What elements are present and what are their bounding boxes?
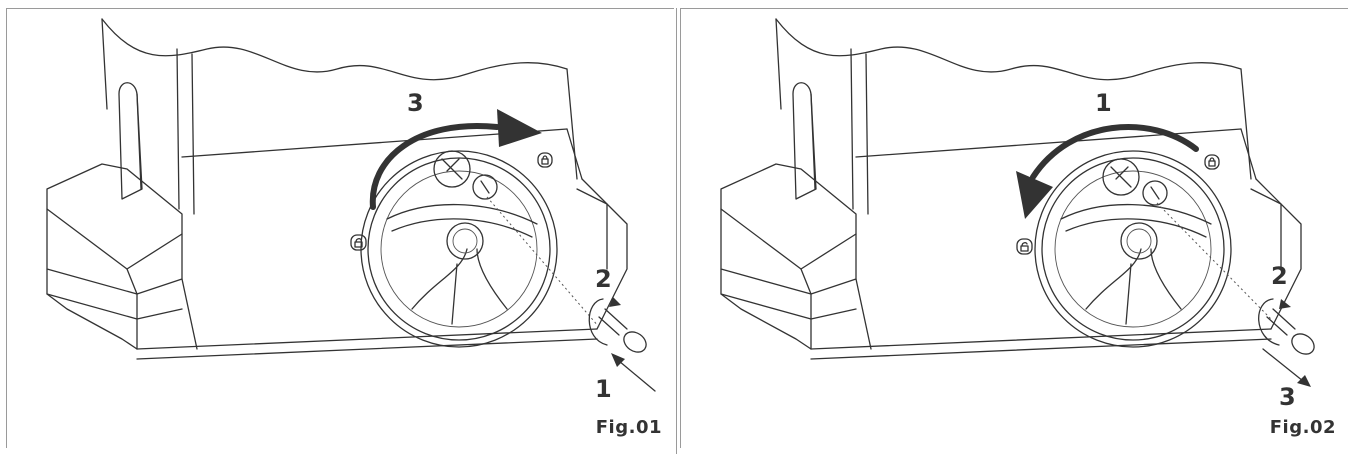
fig1-step-3: 3: [407, 89, 424, 117]
figure-2-panel: 1 2 3 Fig.02: [680, 8, 1348, 448]
lock-wheel: [1034, 150, 1232, 348]
lock-wheel: [360, 150, 558, 348]
figure-1-panel: 1 2 3 Fig.01: [6, 8, 674, 448]
fig2-step-2: 2: [1271, 262, 1288, 290]
machine-body: [720, 18, 1302, 360]
machine-body: [46, 18, 628, 360]
figure-1-illustration: 1 2 3: [46, 18, 656, 403]
panel-divider: [676, 8, 677, 454]
fig1-step-1: 1: [595, 375, 612, 403]
padlock-open-icon: [1016, 238, 1033, 255]
rotation-arrow-icon: [1016, 124, 1199, 219]
figure-2-caption: Fig.02: [1269, 417, 1336, 438]
padlock-closed-icon: [537, 152, 553, 168]
key-icon: [486, 196, 656, 392]
figure-2-illustration: 1 2 3: [720, 18, 1315, 411]
padlock-closed-icon: [1204, 154, 1220, 170]
fig2-step-3: 3: [1279, 383, 1296, 411]
fig2-step-1: 1: [1095, 89, 1112, 117]
padlock-open-icon: [350, 234, 367, 251]
rotation-arrow-icon: [369, 109, 542, 210]
figure-1-caption: Fig.01: [595, 417, 662, 438]
fig1-step-2: 2: [595, 265, 612, 293]
key-icon: [1156, 202, 1315, 387]
